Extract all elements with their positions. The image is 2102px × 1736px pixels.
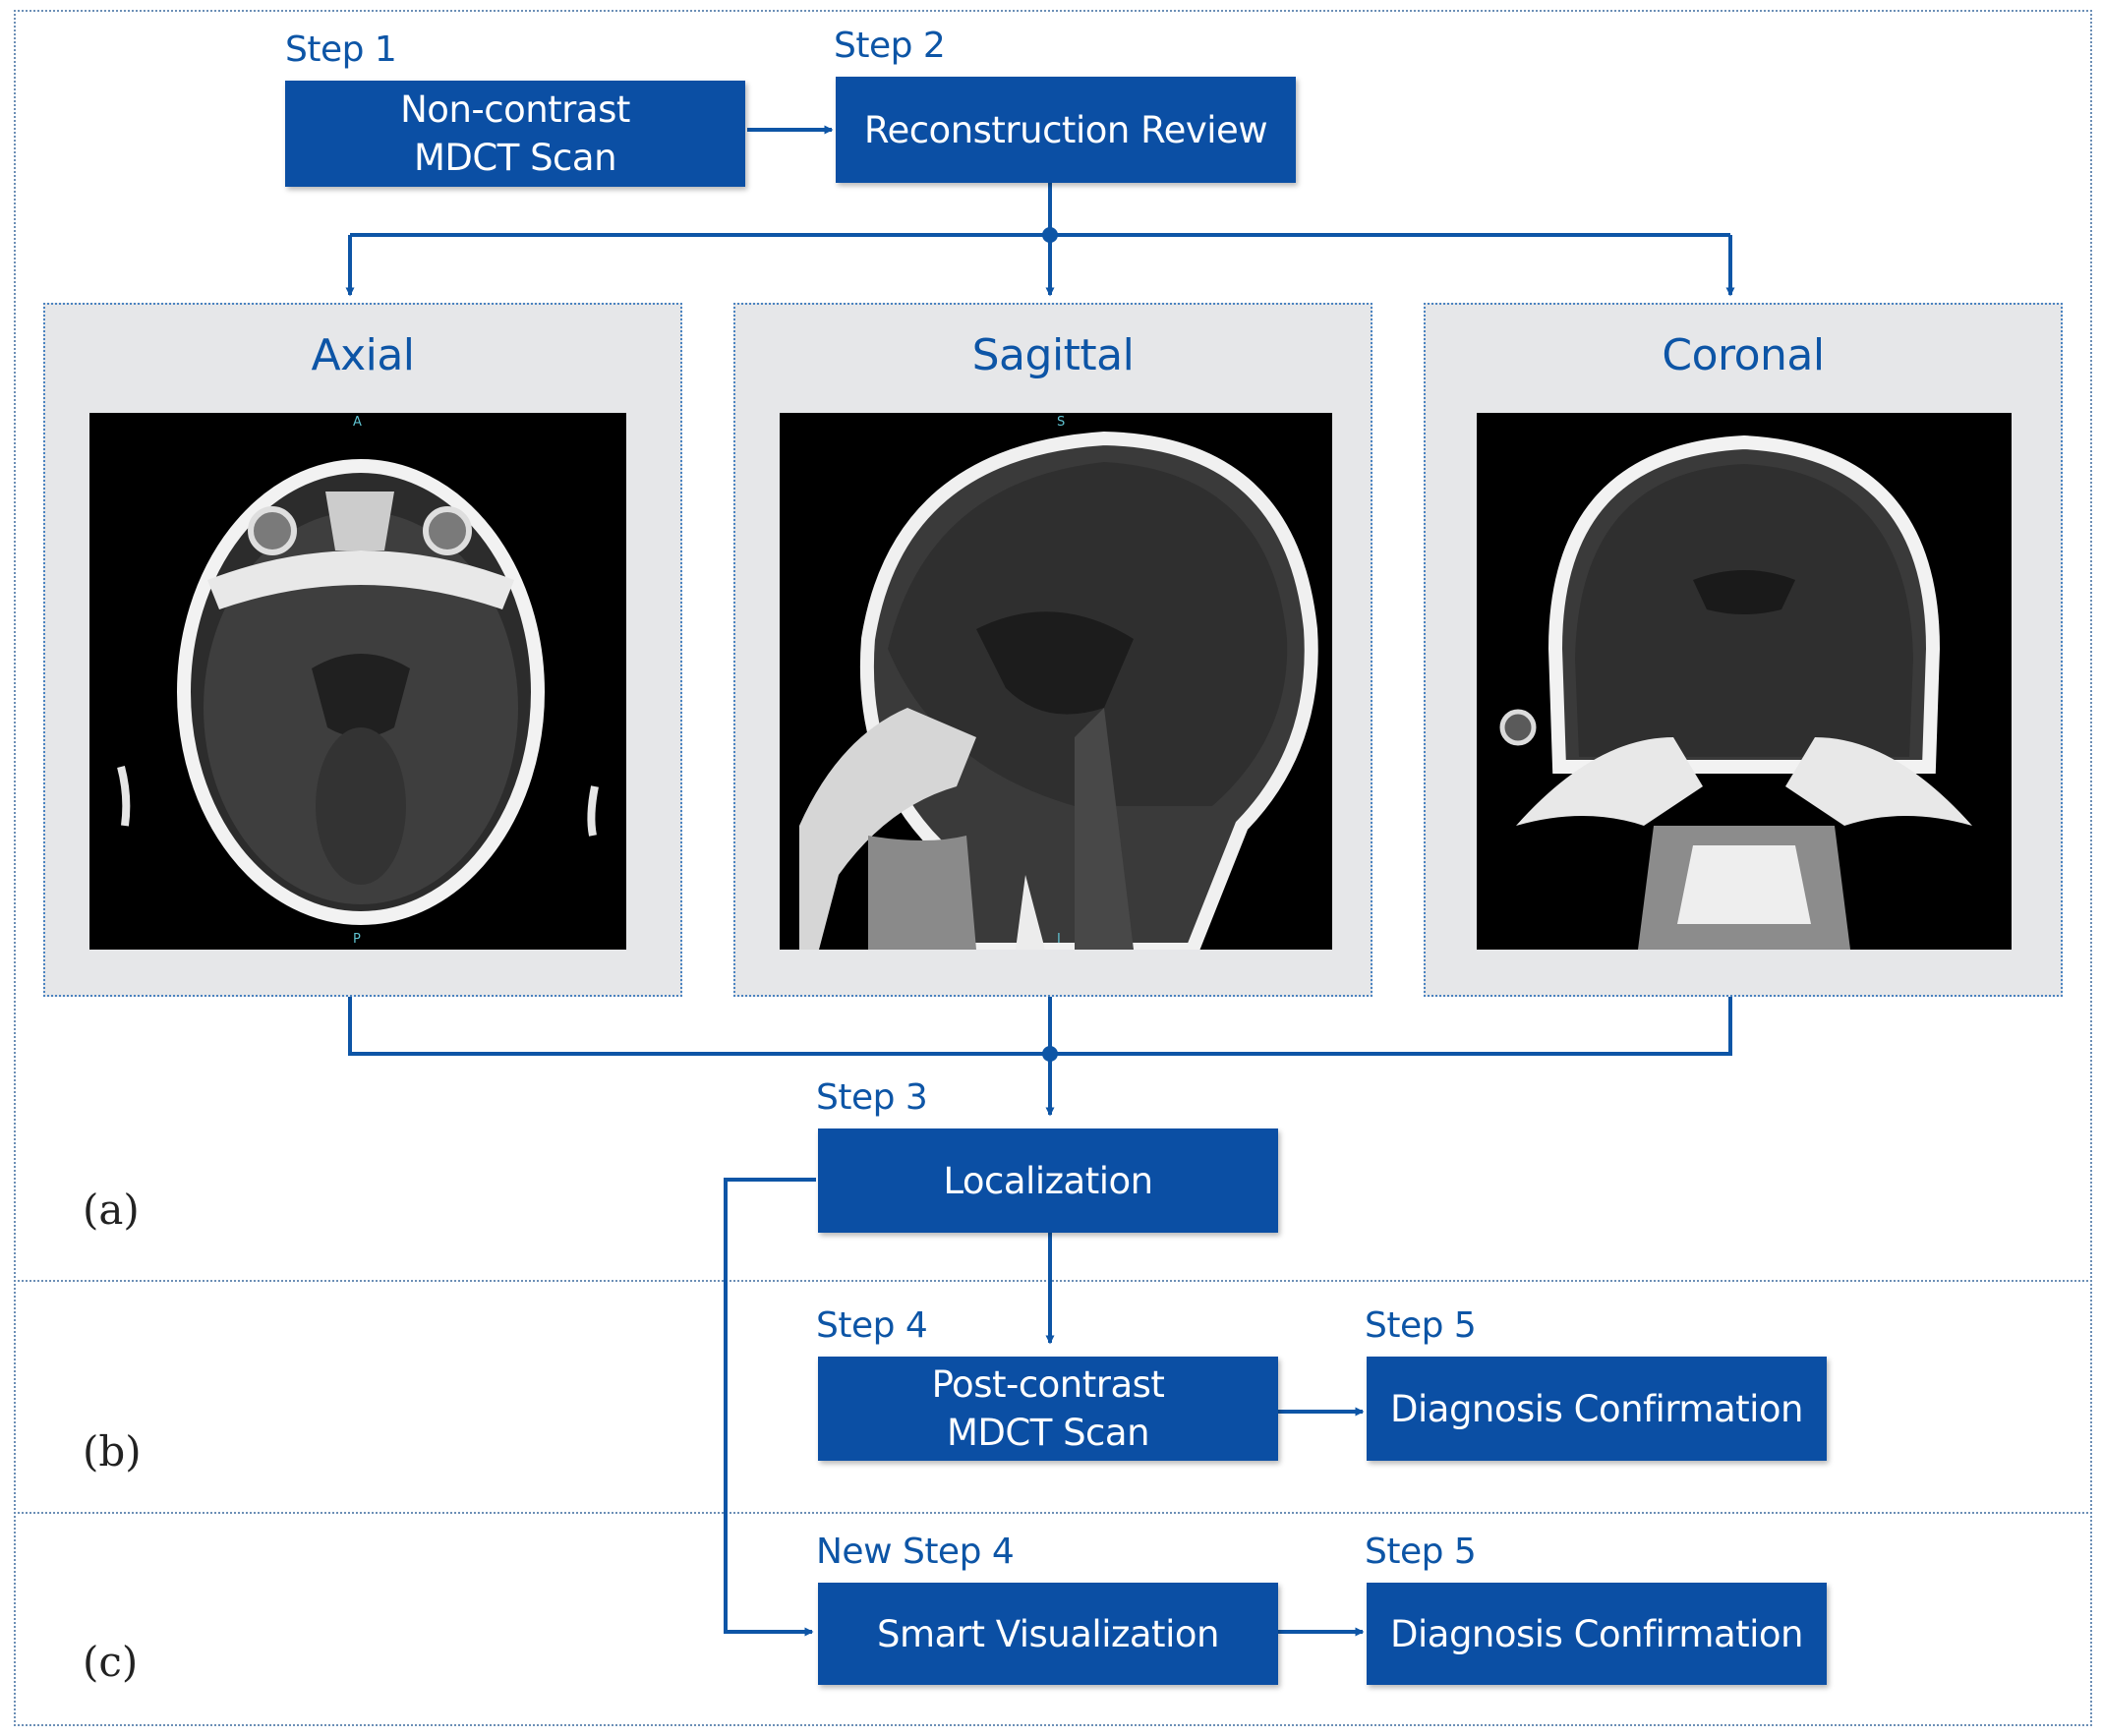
axial-marker-top: A — [353, 415, 362, 430]
junction-split-dot — [1042, 227, 1058, 243]
new-step4-box: Smart Visualization — [818, 1583, 1278, 1685]
panel-coronal-title: Coronal — [1662, 330, 1825, 380]
panel-axial-title: Axial — [311, 330, 415, 380]
section-divider-ab — [14, 1280, 2092, 1282]
sagittal-marker-top: S — [1057, 415, 1066, 430]
panel-coronal: Coronal — [1424, 303, 2063, 997]
step5-b-box: Diagnosis Confirmation — [1367, 1357, 1827, 1461]
axial-marker-bottom: P — [353, 932, 361, 947]
sagittal-ct-image: S I — [780, 413, 1332, 950]
sagittal-marker-bottom: I — [1057, 932, 1061, 947]
junction-merge-dot — [1042, 1046, 1058, 1062]
axial-ct-image: A P — [89, 413, 626, 950]
step3-box: Localization — [818, 1128, 1278, 1233]
panel-sagittal: Sagittal S I — [733, 303, 1372, 997]
section-label-c: (c) — [83, 1638, 139, 1686]
outer-frame — [14, 10, 2092, 1726]
step3-label: Step 3 — [816, 1077, 928, 1118]
panel-sagittal-title: Sagittal — [971, 330, 1135, 380]
section-label-a: (a) — [83, 1186, 140, 1234]
step5-b-label: Step 5 — [1365, 1305, 1477, 1346]
step5-c-box: Diagnosis Confirmation — [1367, 1583, 1827, 1685]
panel-axial: Axial A P — [43, 303, 682, 997]
step2-label: Step 2 — [834, 26, 946, 66]
section-divider-bc — [14, 1512, 2092, 1514]
section-label-b: (b) — [83, 1427, 142, 1476]
step1-box: Non-contrast MDCT Scan — [285, 81, 745, 187]
step5-c-label: Step 5 — [1365, 1532, 1477, 1572]
step2-box: Reconstruction Review — [836, 77, 1296, 183]
arrow-step3-to-new-step4 — [724, 1178, 816, 1637]
step1-label: Step 1 — [285, 29, 397, 70]
line-merge-panels — [348, 997, 1732, 1056]
coronal-ct-image — [1477, 413, 2012, 950]
new-step4-label: New Step 4 — [816, 1532, 1015, 1572]
step4-label: Step 4 — [816, 1305, 928, 1346]
step4-box: Post-contrast MDCT Scan — [818, 1357, 1278, 1461]
